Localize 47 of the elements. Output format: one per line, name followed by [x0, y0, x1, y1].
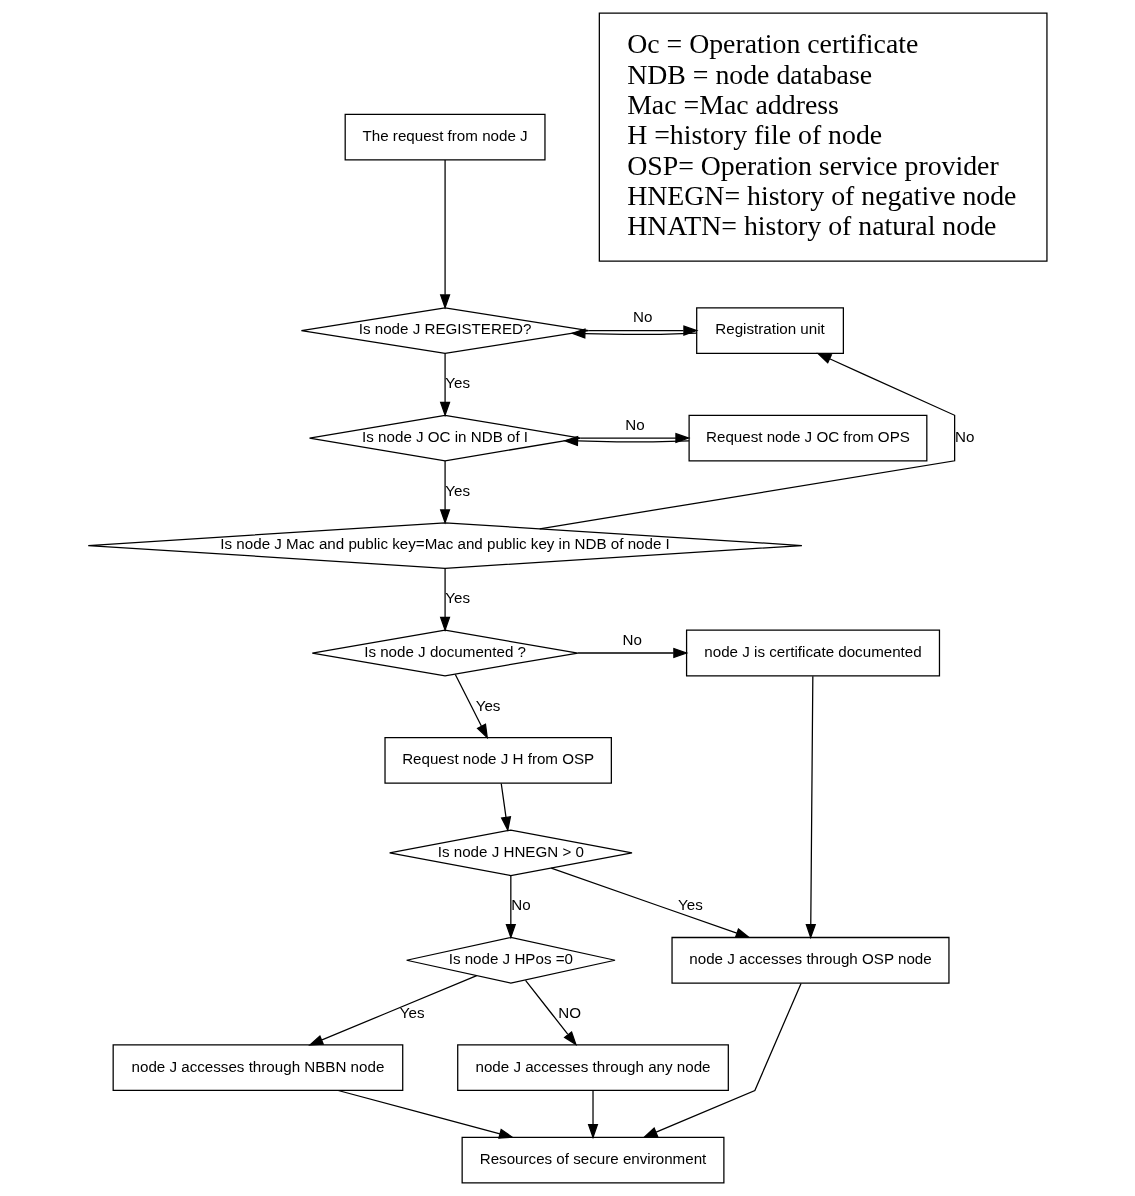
arrow — [587, 1090, 599, 1140]
node-box: Request node J OC from OPS — [688, 414, 928, 462]
arrow — [308, 975, 478, 1046]
edge-label: NO — [558, 1003, 581, 1021]
edge-label: Yes — [399, 1003, 425, 1021]
arrow — [439, 159, 451, 310]
node-diamond: Is node J HPos =0 — [406, 936, 616, 984]
node-box: node J is certificate documented — [685, 629, 941, 677]
node-box: Resources of secure environment — [461, 1136, 725, 1184]
arrow — [577, 647, 689, 659]
node-diamond: Is node J HNEGN > 0 — [389, 829, 633, 877]
node-diamond: Is node J Mac and public key=Mac and public key in NDB of node I — [87, 522, 803, 569]
edge-label: Yes — [678, 896, 703, 914]
arrow — [505, 875, 517, 940]
arrow — [439, 460, 451, 525]
arrow — [580, 432, 691, 444]
node-box: node J accesses through OSP node — [671, 936, 950, 984]
node-box: Registration unit — [696, 307, 844, 354]
arrow — [805, 675, 817, 940]
edge-label: No — [625, 415, 645, 433]
arrow — [337, 1089, 515, 1139]
arrow — [439, 352, 451, 417]
arrow — [500, 782, 512, 832]
node-box: node J accesses through NBBN node — [112, 1044, 404, 1092]
arrow — [454, 673, 489, 740]
node-diamond: Is node J REGISTERED? — [300, 307, 590, 354]
edge-label: No — [955, 427, 975, 445]
edge-label: Yes — [445, 374, 471, 392]
arrow — [570, 328, 698, 339]
arrow — [642, 982, 802, 1138]
edge-label: No — [632, 308, 653, 326]
node-box: Oc = Operation certificate NDB = node database Mac =Mac address H =history file of node OSP= Operation service provider HNEGN= history of negative node HNATN= history of natural node — [598, 12, 1048, 262]
node-box: node J accesses through any node — [457, 1044, 729, 1092]
arrow — [588, 325, 699, 336]
arrow — [524, 979, 578, 1047]
edge-label: Yes — [445, 589, 471, 607]
node-box: The request from node J — [344, 113, 546, 161]
edge-label: No — [511, 896, 531, 914]
edge-label: Yes — [445, 481, 471, 499]
edge-label: No — [622, 630, 642, 648]
arrow — [439, 567, 451, 632]
arrow — [562, 435, 690, 447]
node-box: Request node J H from OSP — [384, 737, 612, 784]
arrow — [550, 867, 751, 939]
node-diamond: Is node J documented ? — [311, 629, 579, 677]
edge-label: Yes — [475, 696, 501, 714]
arrow — [539, 352, 956, 530]
